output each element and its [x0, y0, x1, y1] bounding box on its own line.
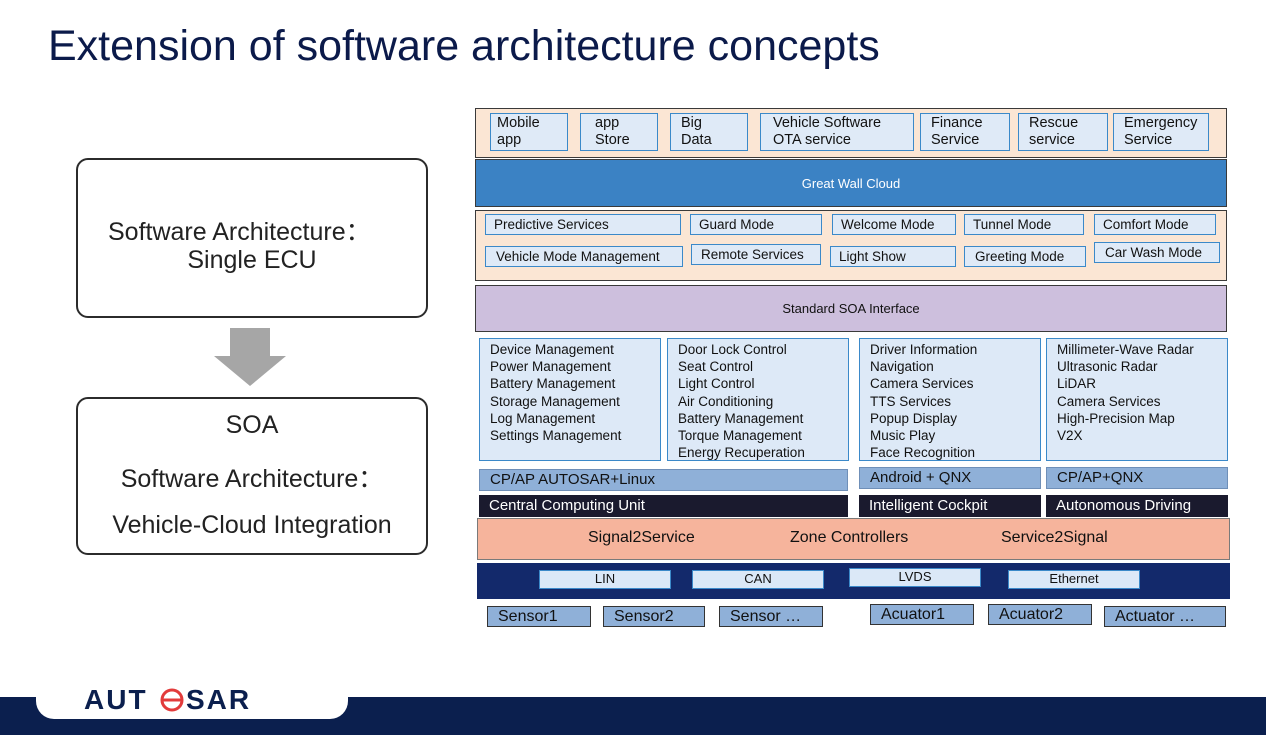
- functions-central: Device Management Power Management Batte…: [479, 338, 661, 461]
- service-guard: Guard Mode: [690, 214, 822, 235]
- unit-autonomous: Autonomous Driving: [1046, 495, 1228, 517]
- bus-lin: LIN: [539, 570, 671, 589]
- svg-text:AUT: AUT: [84, 684, 148, 715]
- unit-cockpit: Intelligent Cockpit: [859, 495, 1041, 517]
- service-greeting: Greeting Mode: [964, 246, 1086, 267]
- single-ecu-box: Software Architecture： Single ECU: [76, 158, 428, 318]
- page-title: Extension of software architecture conce…: [48, 22, 880, 70]
- soa-box: SOA Software Architecture： Vehicle-Cloud…: [76, 397, 428, 555]
- service-lightshow: Light Show: [830, 246, 956, 267]
- single-ecu-line1: Software Architecture：: [108, 218, 371, 246]
- autosar-logo: AUT SAR: [84, 684, 251, 715]
- bus-can: CAN: [692, 570, 824, 589]
- sensor-1: Sensor1: [487, 606, 591, 627]
- soa-interface-band: Standard SOA Interface: [475, 285, 1227, 332]
- service-welcome: Welcome Mode: [832, 214, 956, 235]
- sensor-more: Sensor …: [719, 606, 823, 627]
- logo-tab: AUT SAR: [36, 684, 348, 719]
- bus-ethernet: Ethernet: [1008, 570, 1140, 589]
- service-tunnel: Tunnel Mode: [964, 214, 1084, 235]
- service-carwash: Car Wash Mode: [1094, 242, 1220, 263]
- os-central: CP/AP AUTOSAR+Linux: [479, 469, 848, 491]
- bus-lvds: LVDS: [849, 568, 981, 587]
- service-predictive: Predictive Services: [485, 214, 681, 235]
- single-ecu-line2: Single ECU: [187, 246, 317, 274]
- down-arrow-icon: [214, 328, 286, 386]
- service-comfort: Comfort Mode: [1094, 214, 1216, 235]
- zone-controllers-label: Zone Controllers: [790, 529, 909, 546]
- svg-text:SAR: SAR: [186, 684, 251, 715]
- functions-autonomous: Millimeter-Wave Radar Ultrasonic Radar L…: [1046, 338, 1228, 461]
- service-vehicle-mode: Vehicle Mode Management: [485, 246, 683, 267]
- service-remote: Remote Services: [691, 244, 821, 265]
- functions-cockpit: Driver Information Navigation Camera Ser…: [859, 338, 1041, 461]
- unit-central: Central Computing Unit: [479, 495, 848, 517]
- sensor-2: Sensor2: [603, 606, 705, 627]
- os-cockpit: Android + QNX: [859, 467, 1041, 489]
- actuator-2: Acuator2: [988, 604, 1092, 625]
- actuator-1: Acuator1: [870, 604, 974, 625]
- cloud-band: Great Wall Cloud: [475, 159, 1227, 207]
- services-band: Predictive Services Guard Mode Welcome M…: [475, 210, 1227, 281]
- soa-line3: Vehicle-Cloud Integration: [112, 511, 392, 539]
- zone-service2signal: Service2Signal: [1001, 529, 1108, 546]
- bus-band: LIN CAN LVDS Ethernet: [477, 563, 1230, 599]
- soa-line1: SOA: [225, 411, 279, 439]
- actuator-more: Actuator …: [1104, 606, 1226, 627]
- soa-line2: Software Architecture：: [120, 465, 384, 493]
- zone-signal2service: Signal2Service: [588, 529, 695, 546]
- os-autonomous: CP/AP+QNX: [1046, 467, 1228, 489]
- functions-vehicle-control: Door Lock Control Seat Control Light Con…: [667, 338, 849, 461]
- zone-controllers-band: Signal2Service Zone Controllers Service2…: [477, 518, 1230, 560]
